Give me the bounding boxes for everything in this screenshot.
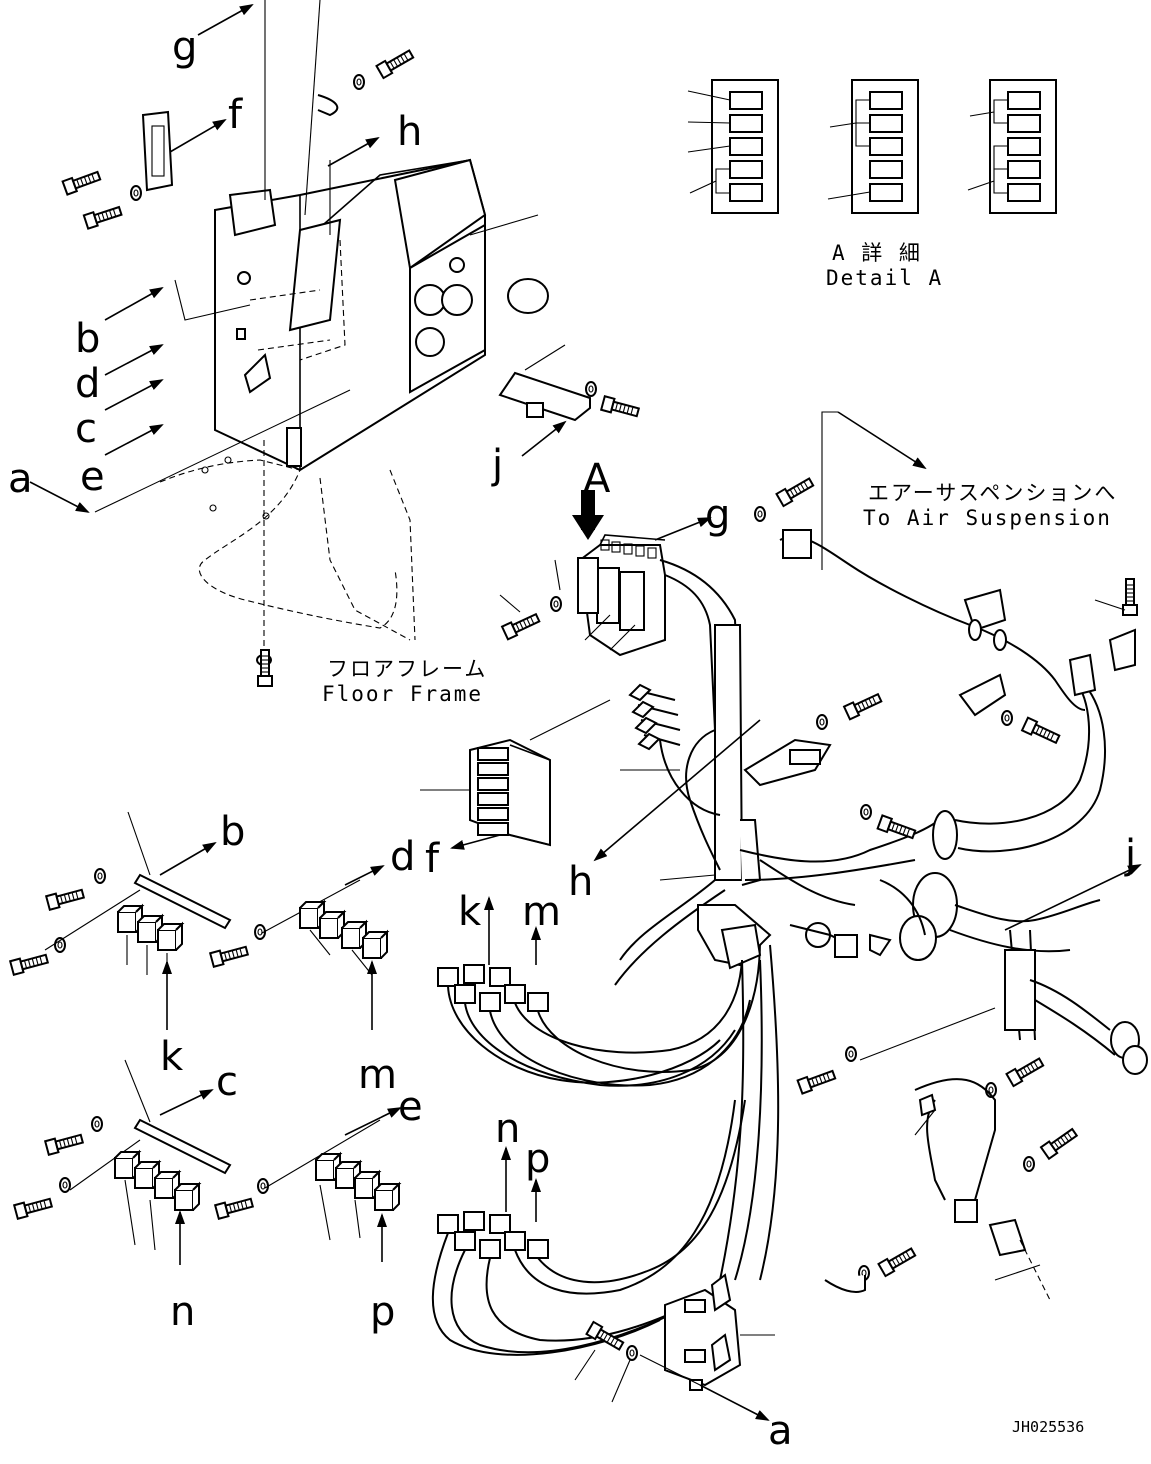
- air-suspension-leader: [821, 411, 838, 570]
- harness-clamp-tube: [697, 904, 772, 970]
- relay-block-a: [577, 534, 666, 657]
- callout-h-top: h: [397, 109, 422, 155]
- callout-e-plate: e: [398, 1084, 423, 1130]
- detail-arrow-head: [572, 515, 604, 540]
- callout-p-harness: p: [525, 1136, 550, 1182]
- callout-d-plate: d: [390, 834, 415, 880]
- arrow-f-harness: [450, 834, 501, 850]
- right-lower-hardware: [796, 1007, 1080, 1301]
- clamp-h: [593, 719, 832, 862]
- callout-n-plate: n: [170, 1289, 195, 1335]
- callout-f-top: f: [228, 92, 243, 138]
- arrow-g-harness: [654, 517, 712, 541]
- callout-A: A: [583, 456, 611, 502]
- relay-plate-d: [209, 865, 388, 1030]
- air-suspension-en: To Air Suspension: [863, 506, 1112, 530]
- callout-b-box: b: [75, 316, 100, 362]
- drawing-code: JH025536: [1012, 1418, 1084, 1436]
- fuse-block: [420, 699, 611, 847]
- air-suspension-cable: [779, 529, 1138, 711]
- callout-c-plate: c: [216, 1059, 238, 1105]
- detail-a-caption-en: Detail A: [826, 266, 943, 290]
- main-harness-trunk: [659, 559, 1148, 1075]
- arrow-a-harness: [699, 1384, 770, 1421]
- callout-m-harness: m: [522, 889, 561, 935]
- callout-f-harness: f: [425, 836, 440, 882]
- bracket-a: [664, 1273, 775, 1391]
- callout-k-plate: k: [160, 1034, 184, 1080]
- floor-frame-outline: [159, 440, 416, 687]
- top-left-hardware: [61, 46, 416, 230]
- floor-frame-en: Floor Frame: [322, 682, 483, 706]
- bracket-j: [498, 344, 641, 422]
- air-suspension-jp: エアーサスペンションへ: [868, 481, 1117, 505]
- callout-m-plate: m: [358, 1052, 397, 1098]
- callout-e-box: e: [80, 454, 105, 500]
- detail-a-panel-1: [687, 79, 779, 214]
- box-callout-arrows: [29, 4, 567, 513]
- detail-a-caption-jp: A 詳 細: [832, 241, 922, 265]
- fuse-terminals: [628, 683, 681, 751]
- callout-g-top: g: [172, 24, 197, 70]
- callout-p-plate: p: [370, 1289, 395, 1335]
- callout-c-box: c: [75, 406, 97, 452]
- air-suspension-arrow: [837, 411, 927, 470]
- relay-plate-b: [9, 811, 232, 1030]
- callout-k-harness: k: [458, 889, 482, 935]
- callout-a-box: a: [8, 456, 33, 502]
- callout-d-box: d: [75, 361, 100, 407]
- detail-a-panel-2: [827, 79, 919, 214]
- relay-plate-c: [13, 1059, 232, 1265]
- callout-n-harness: n: [495, 1106, 520, 1152]
- callout-b-plate: b: [220, 809, 245, 855]
- floor-frame-jp: フロアフレーム: [327, 657, 487, 681]
- callout-j-harness: j: [1124, 832, 1136, 878]
- relay-box-assembly: [214, 158, 487, 472]
- box-leaders: [94, 0, 351, 513]
- harness-relays-n-p: [431, 944, 780, 1356]
- callout-g-harness: g: [705, 492, 730, 538]
- detail-a-panel-3: [967, 79, 1057, 214]
- harness-relays-k-m: [437, 879, 761, 1087]
- relay-plate-e: [214, 1107, 402, 1262]
- callout-a-harness: a: [768, 1408, 793, 1454]
- callout-j-bracket: j: [491, 442, 503, 488]
- rubber-cap: [469, 214, 549, 314]
- arrow-j-harness: [1004, 864, 1142, 931]
- callout-h-harness: h: [568, 859, 593, 905]
